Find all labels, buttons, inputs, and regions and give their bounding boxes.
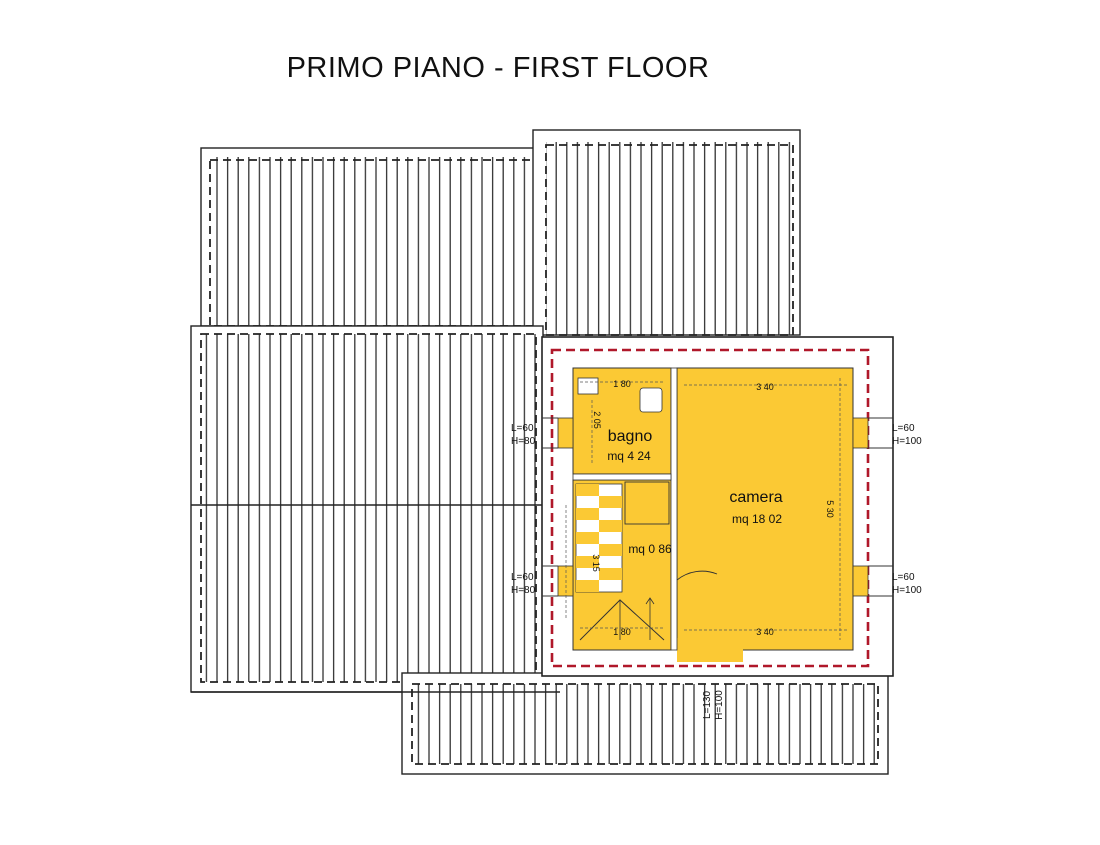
window-right-top-l: L=60 xyxy=(892,423,915,434)
door-swing xyxy=(676,570,718,581)
window-left-bottom-l: L=60 xyxy=(511,572,534,583)
door-bottom-l: L=130 xyxy=(702,691,713,720)
page-title: PRIMO PIANO - FIRST FLOOR xyxy=(286,52,710,84)
dim-camera-depth: 5 30 xyxy=(825,500,835,518)
room-camera-name: camera xyxy=(729,489,782,506)
room-bagno-area: mq 4 24 xyxy=(607,449,651,463)
roof-top-right xyxy=(532,129,801,336)
window-right-top-h: H=100 xyxy=(892,436,922,447)
window-right-bottom-h: H=100 xyxy=(892,585,922,596)
window-left-top xyxy=(557,417,574,449)
room-bagno-name: bagno xyxy=(608,428,653,445)
shower-tray xyxy=(624,481,670,525)
roof-bottom xyxy=(401,672,889,775)
roof-top-left xyxy=(200,147,540,327)
dim-bagno-depth: 2 05 xyxy=(592,411,602,429)
dim-camera-width-bottom: 3 40 xyxy=(756,627,774,637)
roof-left xyxy=(190,325,544,693)
first-floor-unit xyxy=(541,336,894,677)
door-opening xyxy=(677,638,743,662)
dim-stair-depth: 3 15 xyxy=(591,554,601,572)
window-left-bottom xyxy=(557,565,574,597)
room-hall-area: mq 0 86 xyxy=(628,542,672,556)
roof-panels xyxy=(190,129,889,775)
labels: bagno mq 4 24 camera mq 18 02 mq 0 86 1 … xyxy=(511,379,922,720)
room-camera-area: mq 18 02 xyxy=(732,512,782,526)
window-right-top xyxy=(852,417,869,449)
sink-icon xyxy=(577,377,599,395)
wc-icon xyxy=(639,387,663,413)
boundary-dashed-line xyxy=(550,348,870,668)
dim-bagno-width: 1 80 xyxy=(613,379,631,389)
dim-stair-width: 1 80 xyxy=(613,627,631,637)
window-left-bottom-h: H=80 xyxy=(511,585,536,596)
window-left-top-h: H=80 xyxy=(511,436,536,447)
door-bottom-h: H=100 xyxy=(714,690,725,720)
window-right-bottom-l: L=60 xyxy=(892,572,915,583)
staircase xyxy=(575,483,665,641)
window-right-bottom xyxy=(852,565,869,597)
dim-camera-width-top: 3 40 xyxy=(756,382,774,392)
window-left-top-l: L=60 xyxy=(511,423,534,434)
room-camera xyxy=(676,367,854,651)
